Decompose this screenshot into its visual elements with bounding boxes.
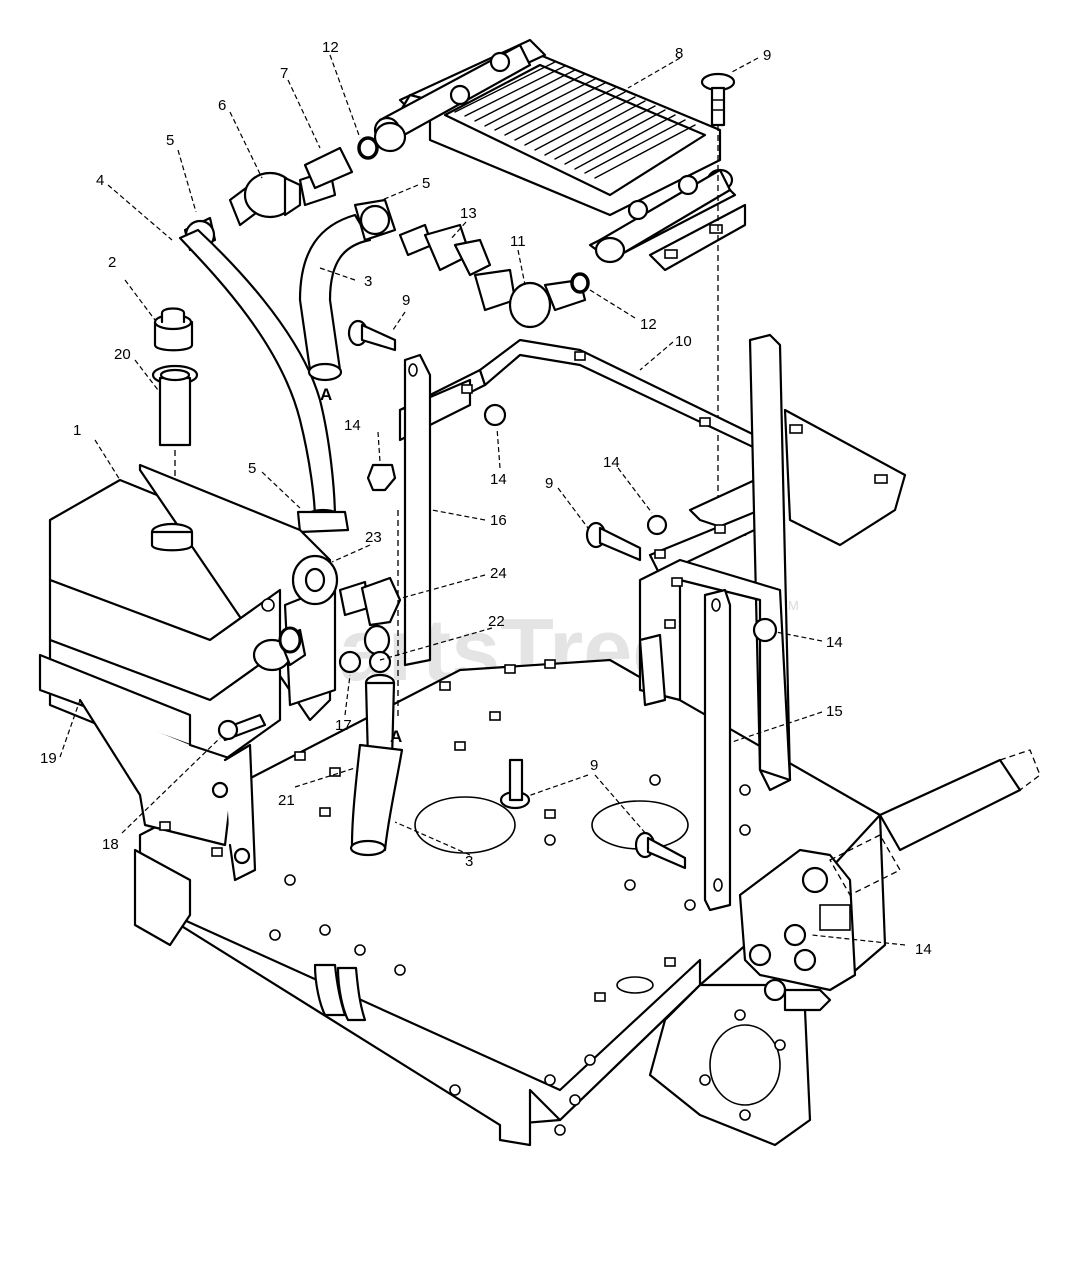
callout-20: 20 xyxy=(114,346,131,363)
callout-13: 13 xyxy=(460,205,477,222)
callout-14-left: 14 xyxy=(344,417,361,434)
callout-2: 2 xyxy=(108,254,116,271)
engine-mount-plate xyxy=(648,983,812,1147)
callout-10: 10 xyxy=(675,333,692,350)
reservoir-tank xyxy=(38,463,337,882)
control-rod-16 xyxy=(397,353,432,720)
callout-14-middle: 14 xyxy=(603,454,620,471)
callout-1: 1 xyxy=(73,422,81,439)
callout-5-middle: 5 xyxy=(422,175,430,192)
callout-14-center: 14 xyxy=(490,471,507,488)
control-rod-15 xyxy=(703,588,732,912)
callout-7: 7 xyxy=(280,65,288,82)
pump-bracket xyxy=(738,848,857,1012)
leader-lines xyxy=(59,54,906,946)
callout-24: 24 xyxy=(490,565,507,582)
callout-14-right: 14 xyxy=(826,634,843,651)
callout-3-lower: 3 xyxy=(465,853,473,870)
section-marker-a-lower: A xyxy=(390,727,402,746)
callout-4: 4 xyxy=(96,172,104,189)
carriage-bolt-top xyxy=(700,72,736,530)
callout-15: 15 xyxy=(826,703,843,720)
callout-18: 18 xyxy=(102,836,119,853)
callout-8: 8 xyxy=(675,45,683,62)
control-bracket-10 xyxy=(398,338,782,577)
section-marker-a-upper: A xyxy=(320,385,332,404)
oil-cooler xyxy=(373,38,747,272)
callout-12-top: 12 xyxy=(322,39,339,56)
callout-6: 6 xyxy=(218,97,226,114)
callout-23: 23 xyxy=(365,529,382,546)
callout-9-top-right: 9 xyxy=(763,47,771,64)
hose-3-upper xyxy=(298,198,397,382)
middle-fitting-chain xyxy=(398,223,590,329)
callout-22: 22 xyxy=(488,613,505,630)
callout-12-middle: 12 xyxy=(640,316,657,333)
callout-9-upper: 9 xyxy=(402,292,410,309)
callout-3-upper: 3 xyxy=(364,273,372,290)
callout-9-lower: 9 xyxy=(590,757,598,774)
callout-5-left: 5 xyxy=(166,132,174,149)
callout-14-bottom-right: 14 xyxy=(915,941,932,958)
drive-shaft xyxy=(829,749,1041,896)
callout-5-lower: 5 xyxy=(248,460,256,477)
hex-bolts xyxy=(347,319,687,870)
callout-9-middle: 9 xyxy=(545,475,553,492)
callout-16: 16 xyxy=(490,512,507,529)
callout-17: 17 xyxy=(335,717,352,734)
lower-hoses xyxy=(313,673,404,1022)
flange-nuts xyxy=(366,403,778,643)
callout-19: 19 xyxy=(40,750,57,767)
callout-labels: 12 7 8 9 6 5 4 5 13 11 3 2 12 9 10 20 1 … xyxy=(40,39,932,958)
right-side-bracket xyxy=(638,333,907,792)
lower-fittings xyxy=(291,554,402,674)
callout-21: 21 xyxy=(278,792,295,809)
hose-4 xyxy=(178,228,350,534)
tank-cap-and-strainer xyxy=(151,307,199,525)
callout-11: 11 xyxy=(510,233,526,250)
